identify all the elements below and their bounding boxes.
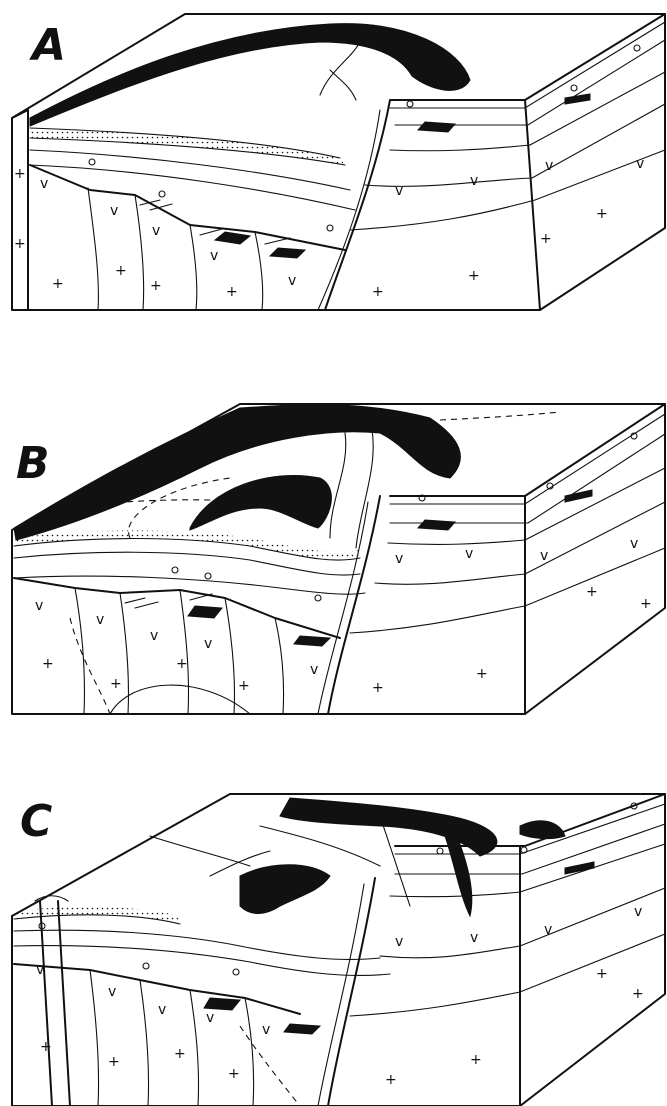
svg-text:+: + <box>468 268 480 284</box>
svg-text:+: + <box>372 680 384 696</box>
svg-text:+: + <box>108 1054 120 1070</box>
svg-text:v: v <box>540 548 548 564</box>
svg-text:+: + <box>470 1052 482 1068</box>
solid-sediment-rim <box>30 24 470 126</box>
svg-text:v: v <box>465 546 473 562</box>
svg-text:v: v <box>470 173 478 189</box>
svg-text:+: + <box>586 584 598 600</box>
svg-text:v: v <box>150 628 158 644</box>
front-face-strata <box>14 531 365 715</box>
svg-text:+: + <box>476 666 488 682</box>
svg-text:+: + <box>115 263 127 279</box>
svg-text:v: v <box>206 1010 214 1026</box>
svg-text:v: v <box>262 1022 270 1038</box>
block-diagram-b: B <box>0 378 667 718</box>
svg-text:v: v <box>152 223 160 239</box>
svg-text:+: + <box>385 1072 397 1088</box>
svg-text:+: + <box>40 1039 52 1055</box>
svg-text:v: v <box>36 962 44 978</box>
svg-text:v: v <box>288 273 296 289</box>
svg-text:+: + <box>176 656 188 672</box>
svg-text:+: + <box>174 1046 186 1062</box>
svg-text:v: v <box>204 636 212 652</box>
svg-text:+: + <box>110 676 122 692</box>
panel-label-b: B <box>16 438 50 489</box>
svg-text:+: + <box>228 1066 240 1082</box>
fault-line <box>328 878 375 1106</box>
solid-sediment-rim <box>14 405 460 540</box>
svg-text:v: v <box>636 156 644 172</box>
crack-line <box>320 42 360 95</box>
svg-text:v: v <box>634 904 642 920</box>
svg-text:+: + <box>14 236 26 252</box>
svg-text:+: + <box>52 276 64 292</box>
svg-text:+: + <box>42 656 54 672</box>
svg-text:v: v <box>470 930 478 946</box>
block-diagram-a: A <box>0 0 667 340</box>
front-face-strata <box>30 128 355 310</box>
svg-text:+: + <box>372 284 384 300</box>
svg-text:v: v <box>96 612 104 628</box>
svg-text:+: + <box>226 284 238 300</box>
svg-text:+: + <box>150 278 162 294</box>
svg-text:+: + <box>596 206 608 222</box>
svg-text:v: v <box>630 536 638 552</box>
svg-text:v: v <box>545 158 553 174</box>
svg-text:+: + <box>540 231 552 247</box>
svg-text:v: v <box>158 1002 166 1018</box>
svg-text:v: v <box>108 984 116 1000</box>
dike <box>40 901 70 1106</box>
svg-text:+: + <box>632 986 644 1002</box>
svg-text:v: v <box>35 598 43 614</box>
block-diagram-c: C <box>0 766 667 1106</box>
svg-text:v: v <box>310 662 318 678</box>
svg-text:+: + <box>640 596 652 612</box>
svg-text:+: + <box>238 678 250 694</box>
svg-text:v: v <box>544 922 552 938</box>
panel-label-c: C <box>20 796 52 847</box>
svg-text:v: v <box>395 183 403 199</box>
solid-sediment-patch <box>280 798 497 856</box>
svg-text:v: v <box>110 203 118 219</box>
svg-text:v: v <box>395 551 403 567</box>
svg-text:v: v <box>40 176 48 192</box>
svg-text:+: + <box>596 966 608 982</box>
right-face-strata <box>350 804 665 1016</box>
svg-text:+: + <box>14 166 26 182</box>
right-face-strata <box>350 414 665 633</box>
svg-text:v: v <box>210 248 218 264</box>
svg-text:v: v <box>395 934 403 950</box>
inner-sediment-lobe <box>240 865 330 914</box>
panel-label-a: A <box>29 20 66 71</box>
